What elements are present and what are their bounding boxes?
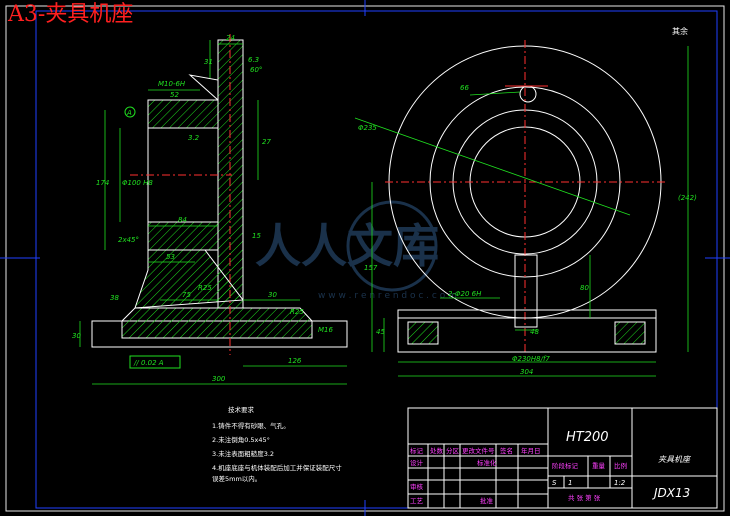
tolerance-frame	[129, 355, 181, 369]
dim-66: 66	[460, 84, 469, 92]
dim-242: (242)	[678, 194, 697, 202]
tb-stage-s: S	[552, 479, 557, 487]
dim-80: 80	[580, 284, 589, 292]
watermark-text: 人人文库	[255, 219, 439, 273]
tb-r1-c4: 更改文件号	[462, 446, 495, 455]
front-view: 24 31 60° M10-6H 52 27 174 Φ100 H8 84 2x…	[72, 34, 348, 385]
watermark-url: w w w . r e n r e n d o c . c o m	[318, 291, 457, 301]
side-base-hatch-right	[614, 321, 646, 345]
tb-part-name: 夹具机座	[658, 455, 692, 464]
tb-drawing-no: JDX13	[652, 486, 690, 500]
tech-req-line-3: 3.未注表面粗糙度3.2	[212, 449, 274, 458]
datum-a-label: A	[126, 109, 132, 117]
tb-r2-c1: 设计	[410, 458, 424, 467]
dim-30v: 30	[72, 332, 81, 340]
dim-31: 31	[204, 58, 213, 66]
dim-24: 24	[226, 34, 235, 42]
dim-30: 30	[268, 291, 277, 299]
thread-note: M16	[318, 326, 333, 334]
dim-300: 300	[212, 375, 226, 383]
side-dimension-lines	[354, 46, 689, 377]
tb-r3-c1: 审核	[410, 482, 424, 491]
dim-chamfer: 2x45°	[118, 236, 139, 244]
tech-req-heading: 技术要求	[228, 405, 255, 414]
tech-req-line-1: 1.铸件不得有砂眼、气孔。	[212, 421, 290, 430]
tb-stage-t: 1	[568, 479, 572, 487]
front-dimension-texts: 24 31 60° M10-6H 52 27 174 Φ100 H8 84 2x…	[72, 34, 333, 383]
dim-48: 48	[530, 328, 539, 336]
tech-requirements: 技术要求 1.铸件不得有砂眼、气孔。 2.未注倒角0.5x45° 3.未注表面粗…	[212, 405, 342, 483]
dim-174: 174	[96, 179, 109, 187]
dim-75: 75	[182, 291, 191, 299]
tb-r1-c3: 分区	[446, 446, 460, 455]
tech-req-line-4: 4.机座底座与机体装配后加工并保证装配尺寸	[212, 463, 342, 472]
dim-52: 52	[170, 91, 179, 99]
roughness-2: 6.3	[248, 56, 259, 64]
dim-304: 304	[520, 368, 533, 376]
tech-req-line-2: 2.未注倒角0.5x45°	[212, 435, 270, 444]
dim-38: 38	[110, 294, 119, 302]
dim-45: 45	[376, 328, 385, 336]
tb-r4-c1: 工艺	[410, 497, 424, 505]
tolerance-text: // 0.02 A	[133, 359, 164, 367]
thread-boss	[188, 74, 219, 102]
dim-84: 84	[178, 216, 187, 224]
dim-m10: M10-6H	[158, 80, 186, 88]
tb-stage-label: 阶段标记	[552, 461, 579, 470]
title-block: 标记 处数 分区 更改文件号 签名 年月日 设计 标准化 审核 工艺 批准 阶段…	[407, 407, 718, 509]
inner-border	[35, 10, 718, 509]
tb-r2-c4: 标准化	[477, 458, 497, 467]
tb-r1-c6: 年月日	[521, 446, 541, 455]
tb-r1-c5: 签名	[500, 446, 513, 455]
dim-15: 15	[252, 232, 261, 240]
side-base	[397, 309, 657, 353]
tb-scale-label: 比例	[614, 461, 627, 470]
dim-157: 157	[364, 264, 378, 272]
tech-req-line-5: 误差5mm以内。	[212, 474, 261, 483]
rib-section	[134, 249, 244, 309]
watermark-ring	[346, 200, 438, 292]
dim-100: Φ100 H8	[122, 179, 153, 187]
side-base-hatch-left	[407, 321, 439, 345]
side-view: Φ235 66 157 (242) 80 45 48 Φ230H8/f7 304…	[354, 26, 697, 377]
dim-holes: 2-Φ20 6H	[448, 290, 482, 298]
dim-60deg: 60°	[250, 66, 262, 74]
upper-arm-section	[147, 99, 219, 129]
tb-scale-value: 1:2	[614, 479, 626, 487]
roughness-1: 3.2	[188, 134, 200, 142]
tb-r1-c2: 处数	[430, 446, 444, 455]
dim-27: 27	[262, 138, 271, 146]
roughness-default: 其余	[672, 26, 688, 36]
tb-r4-c4: 批准	[480, 496, 494, 505]
side-stem	[514, 254, 538, 328]
dim-r25: R25	[198, 284, 212, 292]
tb-r1-c1: 标记	[410, 446, 424, 455]
dim-126: 126	[288, 357, 302, 365]
dim-r25b: R25	[290, 308, 304, 316]
base-section	[121, 307, 313, 339]
tb-sheets: 共 张 第 张	[568, 493, 601, 502]
dim-53: 53	[166, 253, 175, 261]
watermark: 人人文库 w w w . r e n r e n d o c . c o m	[255, 200, 457, 301]
side-dimension-texts: Φ235 66 157 (242) 80 45 48 Φ230H8/f7 304…	[358, 84, 697, 376]
tb-material: HT200	[566, 430, 609, 445]
sheet-title: A3-夹具机座	[8, 2, 134, 27]
datum-a-circle	[124, 106, 136, 118]
tb-weight-label: 重量	[592, 462, 606, 470]
dim-230: Φ230H8/f7	[512, 355, 550, 363]
dim-235: Φ235	[358, 124, 377, 132]
front-dimension-lines	[79, 40, 347, 385]
